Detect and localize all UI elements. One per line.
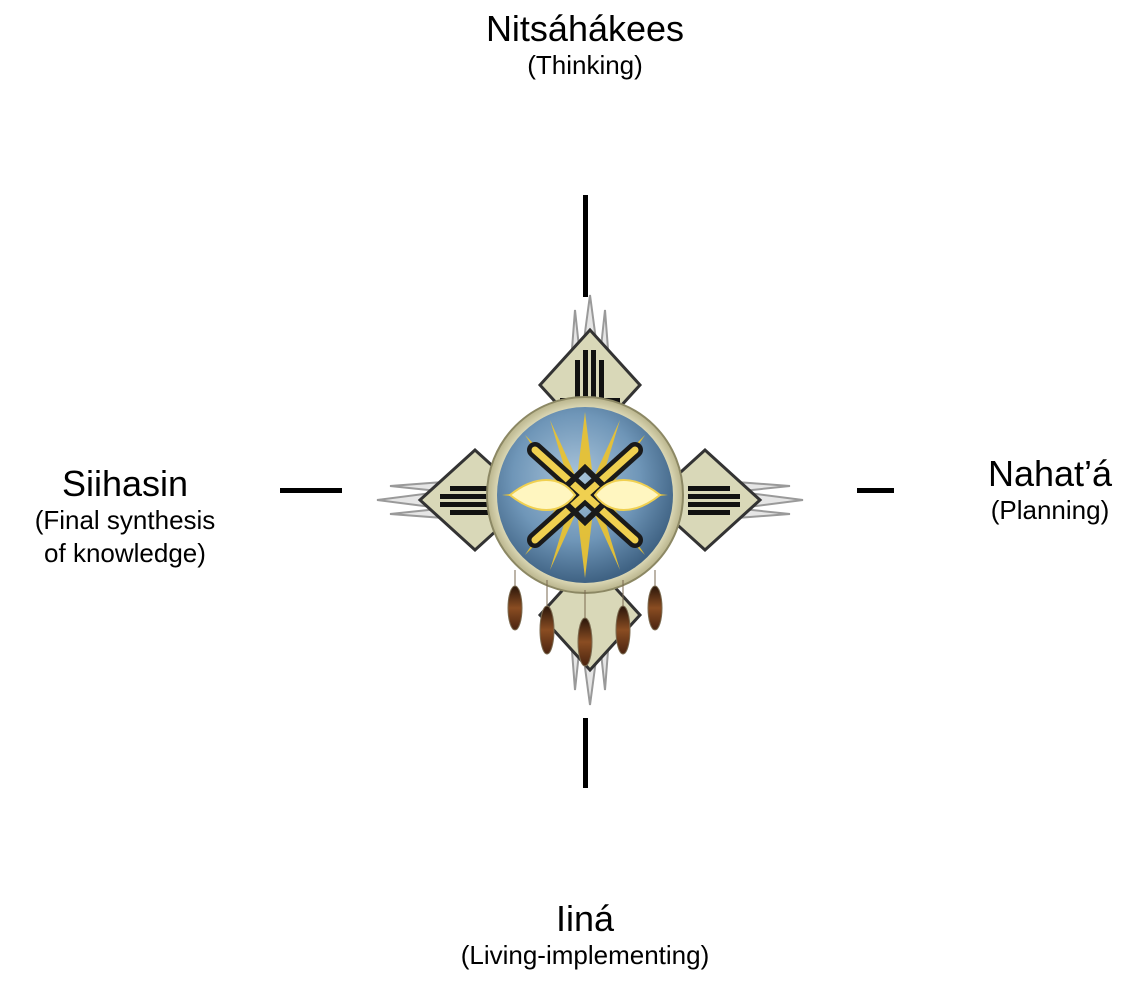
west-direction-label: Siihasin (Final synthesis of knowledge) (0, 463, 250, 569)
east-connector-line (857, 488, 894, 493)
east-direction-name: Nahat’á (955, 453, 1141, 494)
north-direction-label: Nitsáhákees (Thinking) (420, 8, 750, 82)
west-connector-line (280, 488, 342, 493)
south-direction-label: Iiná (Living-implementing) (420, 898, 750, 972)
west-direction-meaning: (Final synthesis of knowledge) (0, 504, 250, 569)
north-connector-line (583, 195, 588, 297)
south-direction-name: Iiná (420, 898, 750, 939)
east-direction-label: Nahat’á (Planning) (955, 453, 1141, 527)
east-direction-meaning: (Planning) (955, 494, 1141, 527)
north-direction-name: Nitsáhákees (420, 8, 750, 49)
four-directions-shield-emblem-icon (375, 290, 805, 710)
north-direction-meaning: (Thinking) (420, 49, 750, 82)
west-direction-name: Siihasin (0, 463, 250, 504)
south-direction-meaning: (Living-implementing) (420, 939, 750, 972)
south-connector-line (583, 718, 588, 788)
